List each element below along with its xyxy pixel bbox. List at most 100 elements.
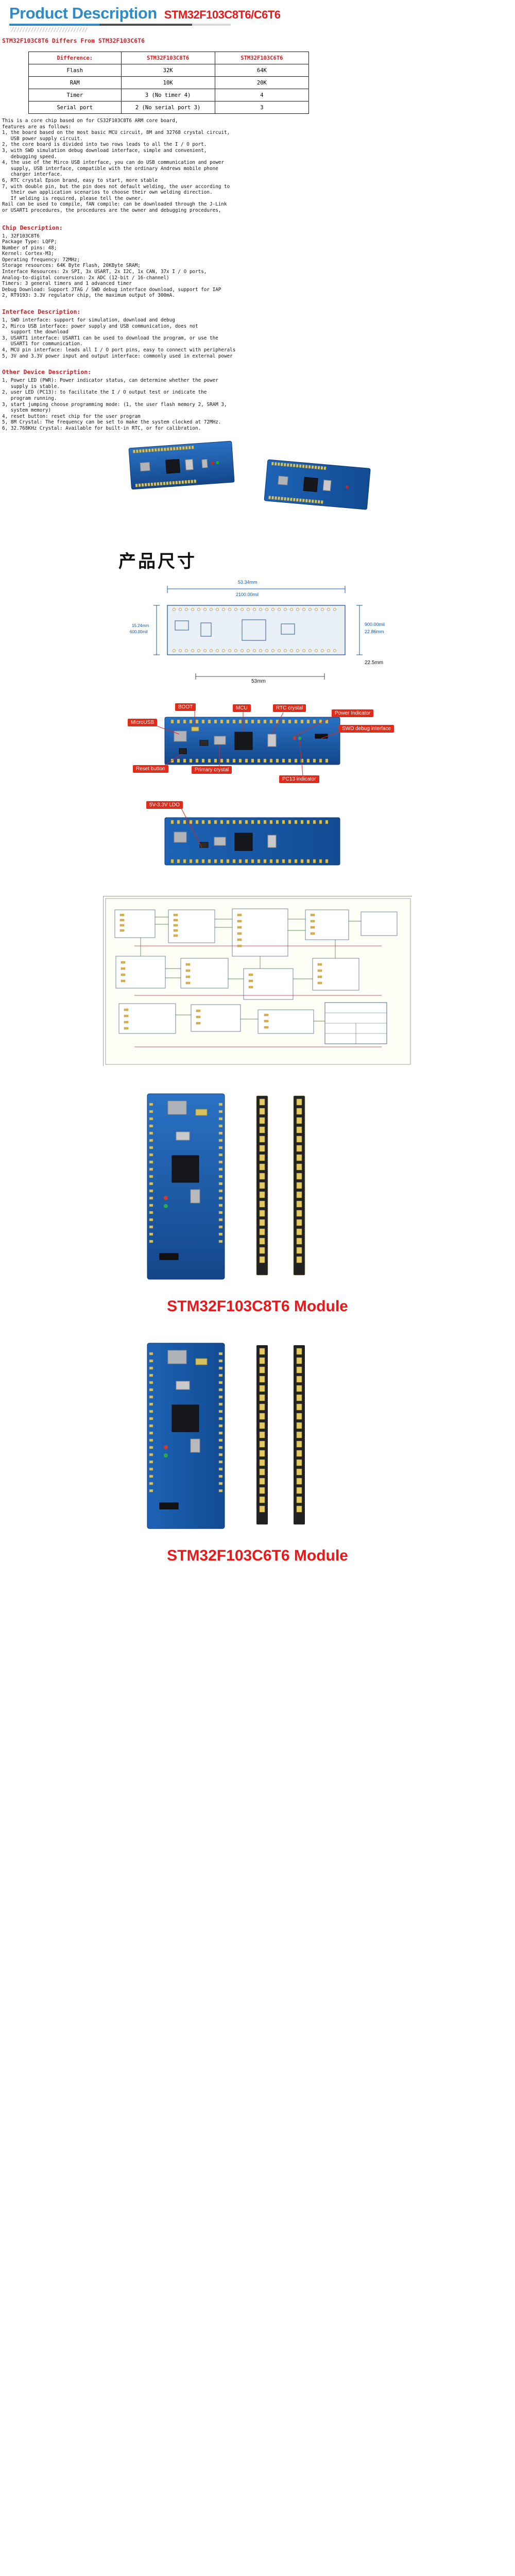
chip-description-list: 1, 32F103C8T6 Package Type: LQFP; Number…: [0, 233, 515, 299]
interface-description-line: 3, USART1 interface: USART1 can be used …: [2, 335, 218, 341]
feature-line: 3, with SWD simulation debug download in…: [2, 147, 207, 154]
chip-description-line: Package Type: LQFP;: [2, 239, 57, 245]
comparison-table: Difference: STM32F103C8T6 STM32F103C6T6 …: [28, 52, 310, 114]
feature-line: Rail can be used to compile, fAN compile…: [2, 201, 227, 208]
feature-line: 1, the board based on the most basic MCU…: [2, 130, 230, 136]
feature-line: 4, the use of the Mirco USB interface, y…: [2, 160, 224, 166]
feature-line: debugging speed.: [2, 154, 57, 160]
feature-line: 2, the core board is divided into two ro…: [2, 142, 207, 148]
table-cell: 32K: [121, 64, 215, 77]
feature-line: 6, RTC crystal Epson brand, easy to star…: [2, 177, 158, 183]
feature-list: 1, the board based on the most basic MCU…: [0, 130, 515, 213]
callout-primary-crystal: Primary crystal: [192, 766, 232, 774]
dim-width-mil: 2100.00mil: [236, 592, 259, 597]
module-photo-c8t6-svg: [118, 1078, 397, 1295]
chip-description-line: Analog-to-digital conversion: 2x ADC (12…: [2, 275, 169, 281]
intro-paragraph: This is a core chip based on for CS32F10…: [2, 118, 178, 130]
table-header-cell: Difference:: [28, 52, 122, 64]
table-cell: 3: [214, 101, 310, 114]
swd-header: [315, 734, 328, 739]
other-device-line: 6, 32.768KHz Crystal: Available for buil…: [2, 425, 201, 431]
other-device-line: system memory): [2, 408, 52, 414]
callout-ldo: 5V-3.3V LDO: [146, 801, 183, 809]
ldo-board-svg: [113, 793, 402, 887]
feature-line: or USART1 procedures, the procedures are…: [2, 207, 221, 213]
feature-line: charger interface.: [2, 172, 63, 178]
board-photo-top-svg: [113, 438, 402, 537]
other-device-line: supply is stable.: [2, 383, 60, 389]
chip-description-heading: Chip Description:: [2, 224, 63, 231]
table-cell: 2 (No serial port 3): [121, 101, 215, 114]
feature-line: 7, with double pin, but the pin does not…: [2, 183, 230, 190]
interface-description-heading: Interface Description:: [2, 308, 81, 316]
dim-right-22-5mm: 22.5mm: [365, 660, 383, 666]
dim-height-mil: 900.00mil: [365, 622, 385, 627]
chip-description-line: Kernel: Cortex-M3;: [2, 251, 54, 257]
dim-left-mil: 600.00mil: [130, 630, 148, 634]
table-row: Timer 3 (No timer 4) 4: [28, 89, 310, 101]
callout-pc13-indicator: PC13 indicator: [279, 775, 319, 783]
dimension-section-title: 产品尺寸: [118, 552, 197, 571]
other-device-line: 3, start jumping choose programming mode…: [2, 401, 227, 408]
header-rule: [9, 24, 231, 26]
interface-description-line: 4, MCU pin interface: leads all I / O po…: [2, 347, 236, 353]
interface-description-line: 1, SWD interface: support for simulation…: [2, 317, 175, 324]
table-cell: 4: [214, 89, 310, 101]
table-row: RAM 10K 20K: [28, 76, 310, 89]
board-photo-top: [113, 438, 402, 537]
chip-description-line: Storage resources: 64K Byte Flash, 20KBy…: [2, 263, 141, 269]
annotated-board: BOOT MicroUSB MCU RTC crystal Power Indi…: [113, 688, 402, 792]
dim-bottom-53mm: 53mm: [251, 679, 266, 684]
micro-usb: [174, 731, 187, 742]
other-device-line: 5, 8M Crystal: The frequency can be set …: [2, 419, 221, 426]
module-photo-c6t6-svg: [118, 1327, 397, 1544]
table-header-cell: STM32F103C6T6: [214, 52, 310, 64]
pc13-led: [298, 736, 302, 740]
header-title-row: Product Description STM32F103C8T6/C6T6: [9, 4, 515, 23]
chip-description-line: Number of pins: 48;: [2, 245, 57, 251]
dim-height-mm: 22.86mm: [365, 629, 384, 634]
page-header: Product Description STM32F103C8T6/C6T6: [0, 0, 515, 32]
callout-reset-button: Reset button: [133, 765, 168, 773]
other-device-line: 1, Power LED (PWR): Power indicator stat…: [2, 378, 218, 384]
callout-microusb: MicroUSB: [128, 718, 158, 726]
table-cell: RAM: [28, 76, 122, 89]
table-cell: 10K: [121, 76, 215, 89]
power-led: [293, 736, 297, 740]
callout-swd-debug-interface: SWD debug interface: [339, 724, 394, 733]
chip-description-line: Timers: 3 general timers and 1 advanced …: [2, 281, 132, 287]
table-cell: 64K: [214, 64, 310, 77]
dim-width-mm: 53.34mm: [238, 580, 258, 585]
table-header-cell: STM32F103C8T6: [121, 52, 215, 64]
comparison-heading: STM32F103C8T6 Differs From STM32F103C6T6: [2, 37, 145, 44]
table-row: Serial port 2 (No serial port 3) 3: [28, 101, 310, 114]
other-device-line: program running.: [2, 395, 57, 401]
feature-line: If welding is required, please tell the …: [2, 195, 144, 201]
callout-power-indicator: Power Indicator: [332, 709, 374, 717]
table-header-row: Difference: STM32F103C8T6 STM32F103C6T6: [28, 52, 310, 64]
table-row: Flash 32K 64K: [28, 64, 310, 77]
interface-description-line: support the download: [2, 329, 68, 335]
chip-description-line: 2, RT9193: 3.3V regulator chip, the maxi…: [2, 293, 175, 299]
rule-segment-dark: [99, 24, 192, 26]
page-title: Product Description: [9, 4, 157, 22]
annotated-board-svg: [113, 688, 402, 792]
ldo-board: 5V-3.3V LDO: [113, 793, 402, 887]
chip-description-line: Interface Resources: 2x SPI, 3x USART, 2…: [2, 269, 207, 275]
chip-description-line: 1, 32F103C8T6: [2, 233, 40, 239]
page-subtitle: STM32F103C8T6/C6T6: [164, 8, 281, 21]
ldo-regulator: [199, 740, 209, 746]
table-cell: Flash: [28, 64, 122, 77]
rule-segment-grey: [192, 24, 231, 26]
module-caption-c8t6: STM32F103C8T6 Module: [167, 1297, 348, 1315]
interface-description-line: 2, Mirco USB interface: power supply and…: [2, 323, 198, 329]
schematic-diagram: [103, 895, 413, 1066]
hatch-decoration-icon: [10, 27, 88, 32]
dimension-diagram: 53.34mm 2100.00mil: [118, 575, 397, 684]
chip-description-line: Debug Download: Support JTAG / SWD debug…: [2, 286, 221, 293]
table-cell: Timer: [28, 89, 122, 101]
chip-description-line: Operating frequency: 72MHz;: [2, 257, 80, 263]
table-cell: Serial port: [28, 101, 122, 114]
feature-line: their own application scenarios to choos…: [2, 190, 213, 196]
rule-segment-blue: [9, 24, 99, 26]
